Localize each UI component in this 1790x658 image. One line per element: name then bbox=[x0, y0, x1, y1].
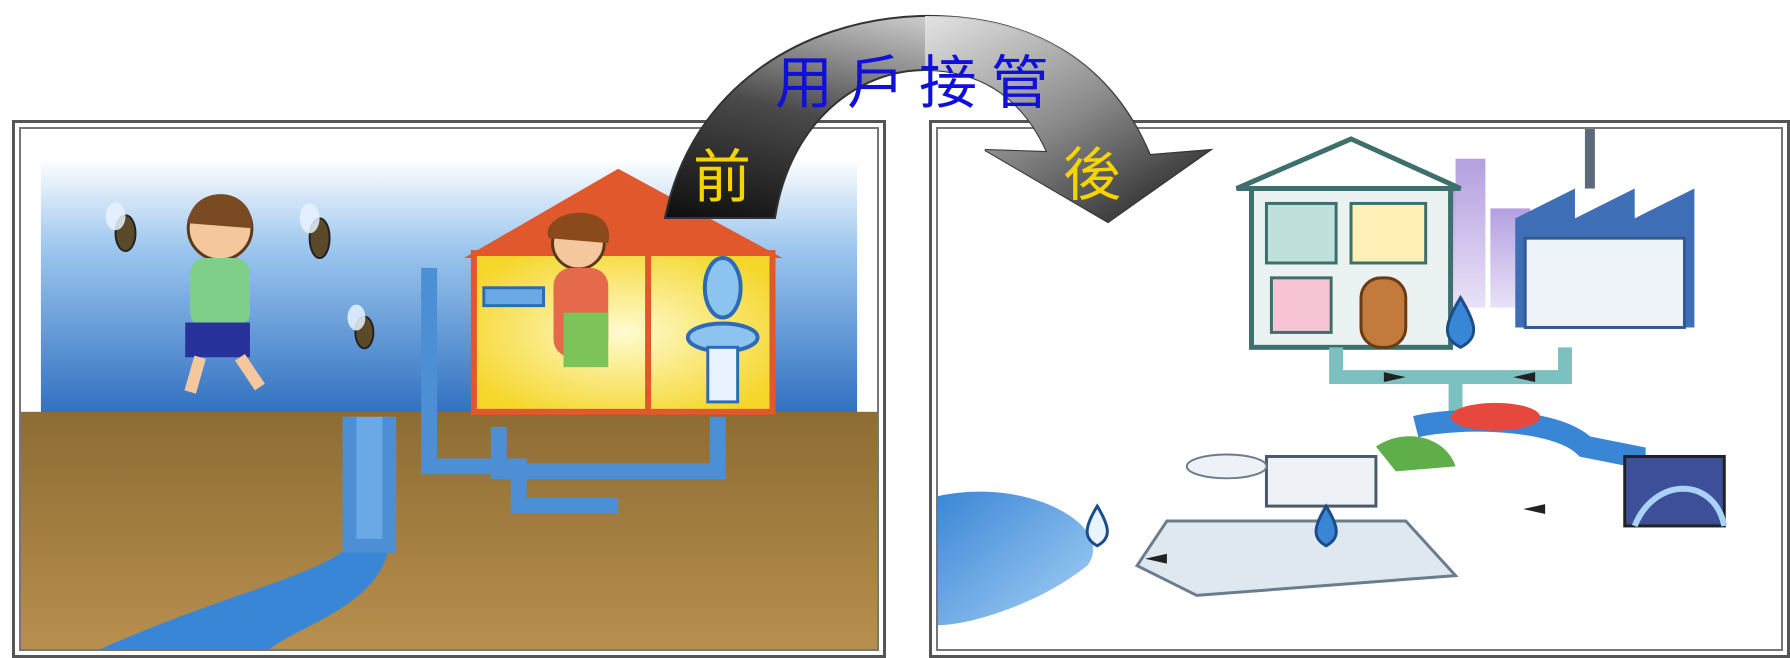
river bbox=[938, 491, 1094, 626]
after-label: 後 bbox=[1063, 141, 1122, 209]
after-panel bbox=[929, 120, 1790, 658]
house-roof bbox=[463, 168, 783, 259]
before-panel bbox=[12, 120, 886, 658]
ground bbox=[21, 411, 877, 649]
treatment-plant bbox=[1134, 519, 1459, 597]
stream bbox=[100, 545, 390, 649]
before-label: 前 bbox=[693, 143, 752, 211]
title-label: 用戶接管 bbox=[775, 49, 1064, 117]
drop-mascot bbox=[1445, 294, 1476, 349]
before-scene-svg bbox=[21, 129, 877, 649]
